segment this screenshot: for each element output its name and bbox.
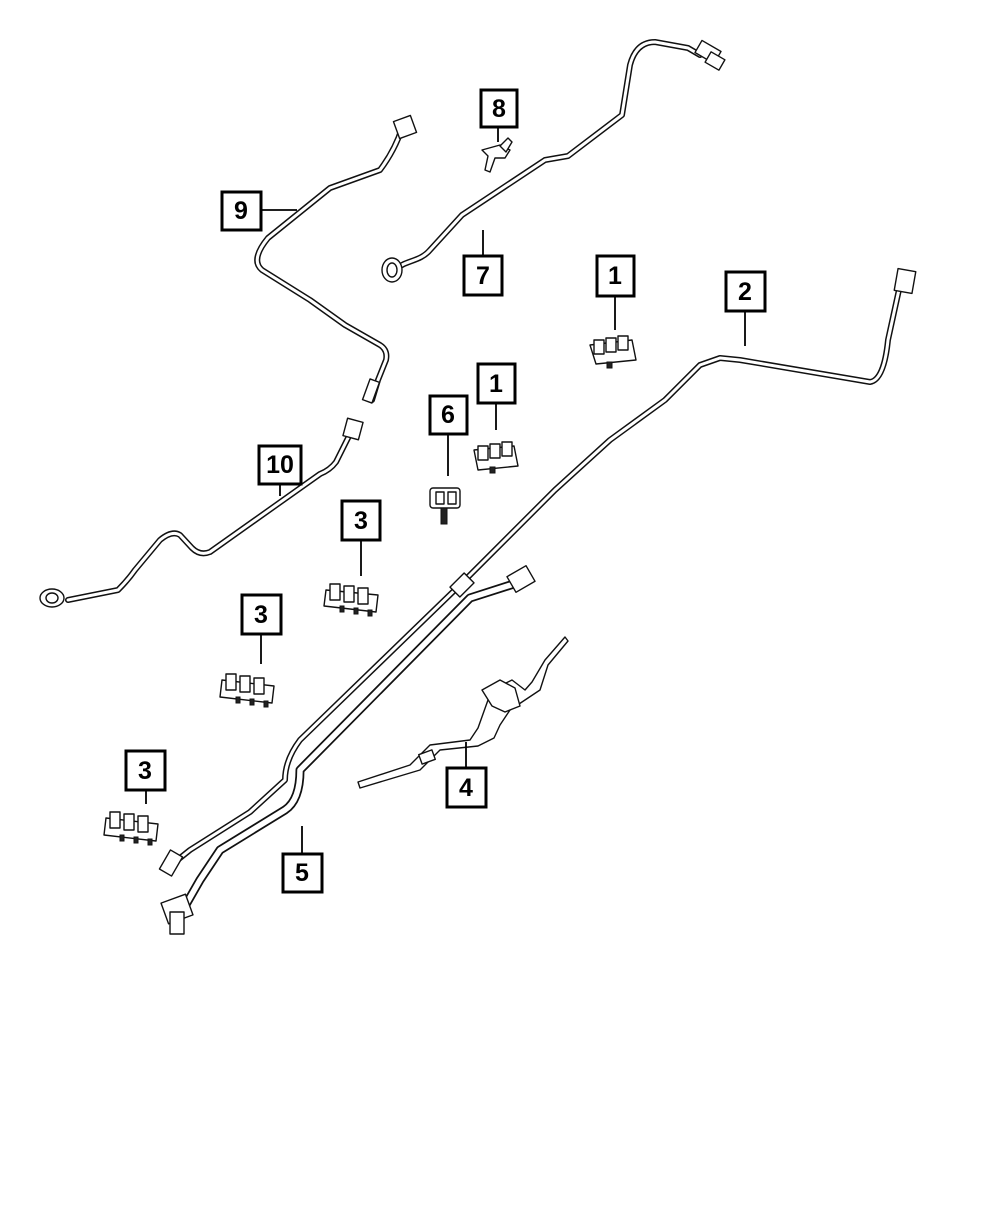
part-7-left-connector bbox=[381, 257, 403, 283]
leader-lines bbox=[145, 127, 746, 854]
callout-3-top-label: 3 bbox=[354, 507, 368, 535]
callout-4: 4 bbox=[445, 766, 488, 809]
callout-2-label: 2 bbox=[738, 278, 752, 306]
part-8-bracket bbox=[481, 137, 513, 173]
callout-10-label: 10 bbox=[266, 451, 294, 479]
callout-3-bottom: 3 bbox=[124, 749, 167, 792]
part-10-top-connector bbox=[342, 417, 364, 441]
part-3-clip-bottom bbox=[103, 811, 159, 846]
part-2-inline-fitting bbox=[449, 572, 475, 598]
callout-1-lower-label: 1 bbox=[489, 370, 503, 398]
part-7-right-connector bbox=[694, 39, 726, 71]
part-5-bottom-connector bbox=[160, 893, 194, 935]
part-5-top-connector bbox=[506, 565, 536, 593]
part-5-tube bbox=[160, 565, 536, 935]
part-1-clip-upper bbox=[589, 335, 637, 369]
callout-6: 6 bbox=[428, 394, 469, 436]
callout-1-upper-label: 1 bbox=[608, 262, 622, 290]
callout-9: 9 bbox=[220, 190, 263, 232]
callout-10: 10 bbox=[257, 444, 303, 486]
callout-3-top: 3 bbox=[340, 499, 382, 542]
callout-4-label: 4 bbox=[459, 774, 473, 802]
part-10-tube bbox=[39, 417, 364, 608]
callout-2: 2 bbox=[724, 270, 767, 313]
part-1-clip-lower bbox=[473, 441, 519, 474]
part-9-top-connector bbox=[392, 114, 418, 140]
part-9-tube bbox=[254, 114, 418, 404]
callout-1-lower: 1 bbox=[476, 362, 517, 405]
part-9-bottom-fitting bbox=[361, 378, 381, 404]
callout-3-middle: 3 bbox=[240, 593, 283, 636]
callout-5: 5 bbox=[281, 852, 324, 894]
callout-1-upper: 1 bbox=[595, 254, 636, 298]
callout-9-label: 9 bbox=[234, 197, 248, 225]
part-4-shield bbox=[357, 636, 569, 789]
part-3-clip-top bbox=[323, 583, 379, 617]
part-3-clip-middle bbox=[219, 673, 275, 708]
part-6-clip bbox=[429, 487, 461, 525]
callout-7: 7 bbox=[462, 254, 504, 297]
part-2-tube bbox=[158, 267, 917, 877]
callout-3-bottom-label: 3 bbox=[138, 757, 152, 785]
part-2-end-fitting bbox=[158, 849, 184, 877]
part-10-left-connector bbox=[39, 588, 65, 608]
callout-8-label: 8 bbox=[492, 95, 506, 123]
callout-3-middle-label: 3 bbox=[254, 601, 268, 629]
callout-6-label: 6 bbox=[441, 401, 455, 429]
callout-5-label: 5 bbox=[295, 859, 309, 887]
callout-7-label: 7 bbox=[476, 262, 490, 290]
part-7-tube bbox=[381, 39, 726, 283]
callout-8: 8 bbox=[479, 88, 519, 129]
part-2-top-connector bbox=[893, 267, 917, 295]
